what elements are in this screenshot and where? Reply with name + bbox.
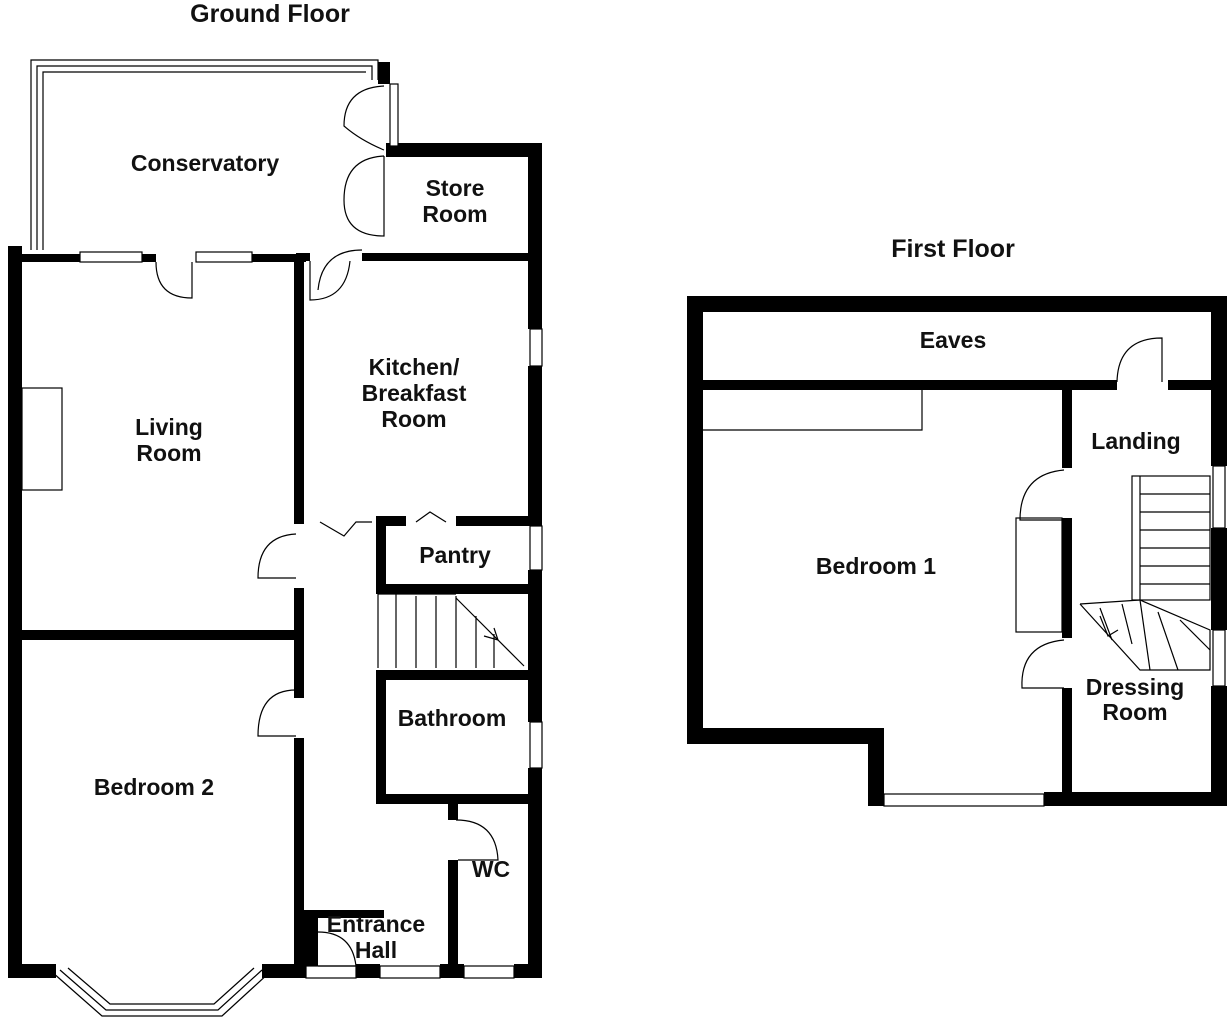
first-floor-staircase xyxy=(1079,475,1211,671)
bedroom-2-label: Bedroom 2 xyxy=(94,774,214,800)
dressing-room-label-line-1: Dressing xyxy=(1086,674,1184,700)
pantry-label: Pantry xyxy=(419,542,491,568)
entrance-hall-label-line-2: Hall xyxy=(355,937,397,963)
ground-floor-doors xyxy=(155,85,499,967)
bedroom-1-label: Bedroom 1 xyxy=(816,553,936,579)
first-floor-title: First Floor xyxy=(891,235,1015,263)
room-labels: Conservatory Store Room Living Room Kitc… xyxy=(94,150,1184,963)
landing-label: Landing xyxy=(1091,428,1180,454)
store-room-label-line-2: Room xyxy=(422,201,487,227)
kitchen-label-line-2: Breakfast xyxy=(362,380,467,406)
bathroom-label: Bathroom xyxy=(398,705,507,731)
ground-floor-title: Ground Floor xyxy=(190,0,350,28)
kitchen-label-line-1: Kitchen/ xyxy=(369,354,460,380)
ground-floor-staircase xyxy=(377,593,525,668)
ground-floor-plan xyxy=(8,59,543,1017)
floor-titles: Ground Floor First Floor xyxy=(190,0,1015,263)
living-room-label-line-2: Room xyxy=(136,440,201,466)
first-floor-plan xyxy=(687,296,1227,807)
wc-label: WC xyxy=(472,856,510,882)
store-room-label-line-1: Store xyxy=(426,175,485,201)
kitchen-label-line-3: Room xyxy=(381,406,446,432)
entrance-hall-label-line-1: Entrance xyxy=(327,911,425,937)
eaves-label: Eaves xyxy=(920,327,987,353)
living-room-label-line-1: Living xyxy=(135,414,203,440)
bay-window xyxy=(51,971,271,1017)
ground-floor-windows xyxy=(79,83,543,979)
fireplace xyxy=(21,387,63,491)
first-floor-walls xyxy=(687,296,1227,806)
conservatory-frame xyxy=(30,59,390,250)
dressing-room-label-line-2: Room xyxy=(1102,699,1167,725)
ground-floor-walls xyxy=(8,143,542,978)
conservatory-label: Conservatory xyxy=(131,150,279,176)
